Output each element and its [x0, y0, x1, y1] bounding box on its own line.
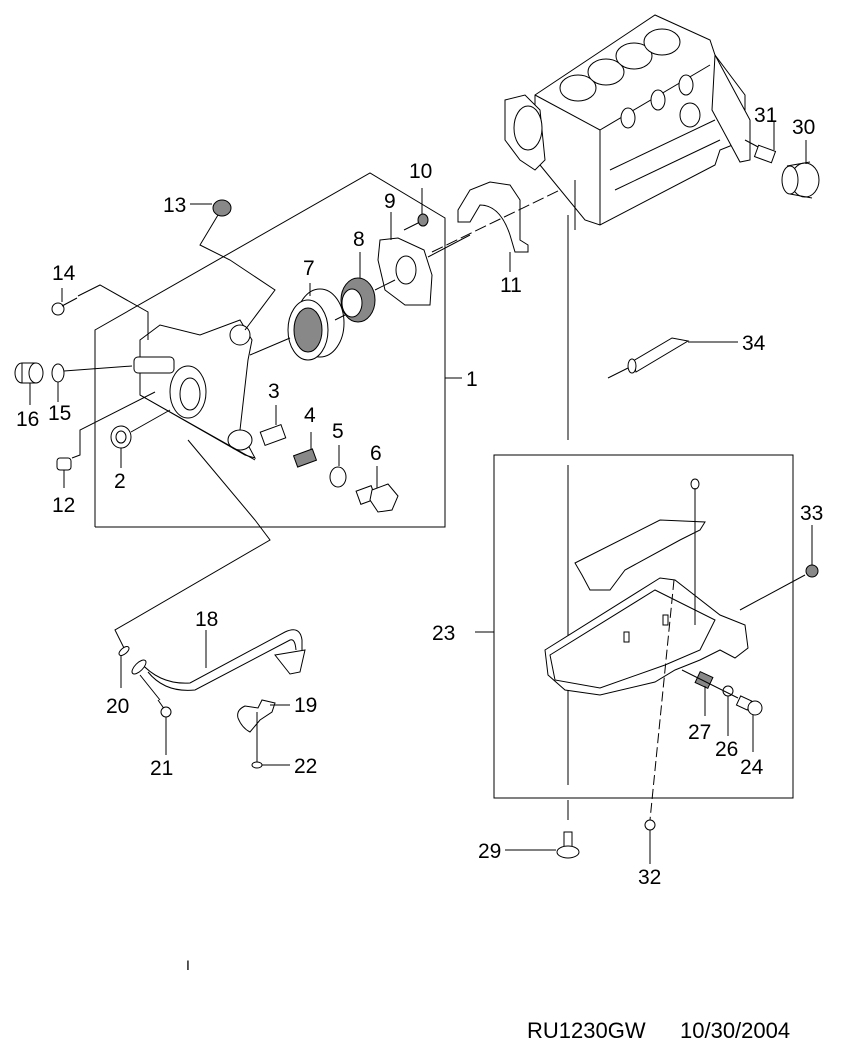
plug-bolt-6 — [355, 483, 399, 513]
group-box-1 — [94, 172, 446, 528]
callout-20: 20 — [106, 695, 129, 718]
callout-15: 15 — [48, 402, 71, 425]
rear-seal-housing — [457, 181, 529, 253]
callout-19: 19 — [294, 694, 317, 717]
callout-21: 21 — [150, 757, 173, 780]
leader-line — [334, 314, 346, 321]
plug-33 — [805, 564, 819, 578]
engine-block — [504, 14, 751, 230]
screw-10 — [403, 213, 429, 231]
leader-line — [431, 189, 561, 253]
callout-12: 12 — [52, 494, 75, 517]
group-box-23 — [493, 454, 794, 799]
callout-23: 23 — [432, 622, 455, 645]
callout-30: 30 — [792, 116, 815, 139]
callout-5: 5 — [332, 420, 344, 443]
oil-filter — [781, 161, 820, 199]
callout-3: 3 — [268, 380, 280, 403]
callout-31: 31 — [754, 104, 777, 127]
tick-mark: I — [186, 957, 190, 973]
leader-line — [681, 669, 739, 699]
plunger-3 — [259, 424, 287, 446]
leader-line — [427, 234, 471, 258]
oil-pan — [544, 577, 749, 696]
diagram-code: RU1230GW — [527, 1018, 646, 1043]
callout-16: 16 — [16, 408, 39, 431]
callout-4: 4 — [304, 404, 316, 427]
leader-line — [130, 409, 171, 433]
callout-8: 8 — [353, 228, 365, 251]
leader-line — [71, 391, 156, 459]
callout-33: 33 — [800, 502, 823, 525]
washer-5 — [329, 466, 347, 488]
callout-2: 2 — [114, 470, 126, 493]
callout-18: 18 — [195, 608, 218, 631]
outer-rotor-7 — [287, 288, 345, 361]
callout-1: 1 — [466, 368, 478, 391]
seal-2-inner — [115, 430, 127, 444]
oil-pickup-tube-18 — [131, 629, 306, 691]
leader-line — [77, 284, 149, 340]
callout-22: 22 — [294, 755, 317, 778]
callout-32: 32 — [638, 866, 661, 889]
flange-bolt-29 — [556, 831, 580, 859]
cap-plug — [212, 199, 232, 217]
leader-line — [139, 674, 161, 701]
filter-adapter — [753, 144, 777, 164]
spring-4 — [292, 448, 318, 468]
bushing-12 — [56, 457, 72, 471]
gasket-20 — [118, 646, 130, 656]
callout-10: 10 — [409, 160, 432, 183]
callout-29: 29 — [478, 840, 501, 863]
leader-line — [199, 214, 276, 331]
sealant-tube-34 — [607, 337, 690, 379]
pan-stud — [662, 614, 669, 626]
callout-13: 13 — [163, 194, 186, 217]
leader-line — [649, 579, 675, 821]
callout-6: 6 — [370, 442, 382, 465]
pan-stud — [623, 631, 630, 643]
callout-26: 26 — [715, 738, 738, 761]
leader-line — [114, 439, 271, 651]
diagram-date: 10/30/2004 — [680, 1018, 790, 1043]
leader-line — [744, 139, 761, 149]
bolt-21 — [157, 699, 172, 718]
pump-cover-9 — [377, 237, 433, 306]
oil-pan-baffle — [574, 519, 706, 591]
leader-line — [63, 365, 133, 372]
o-ring-15 — [51, 363, 65, 383]
callout-34: 34 — [742, 332, 766, 355]
oil-pump-body — [133, 319, 257, 461]
nut-32 — [644, 819, 656, 831]
bolt-22 — [251, 748, 263, 769]
leader-line — [374, 279, 396, 291]
leader-line — [739, 574, 806, 611]
callout-27: 27 — [688, 721, 711, 744]
sensor-27 — [694, 670, 714, 690]
callout-7: 7 — [303, 257, 315, 280]
callout-11: 11 — [500, 274, 522, 297]
bolt-14 — [51, 297, 78, 316]
callout-9: 9 — [384, 190, 396, 213]
drain-plug-24 — [735, 695, 763, 716]
bracket-19 — [237, 699, 276, 733]
callout-24: 24 — [740, 756, 764, 779]
cap-16 — [14, 362, 44, 384]
leader-line — [249, 337, 291, 356]
pan-bolt — [690, 478, 700, 498]
callout-14: 14 — [52, 262, 76, 285]
inner-gear-8 — [340, 277, 376, 323]
